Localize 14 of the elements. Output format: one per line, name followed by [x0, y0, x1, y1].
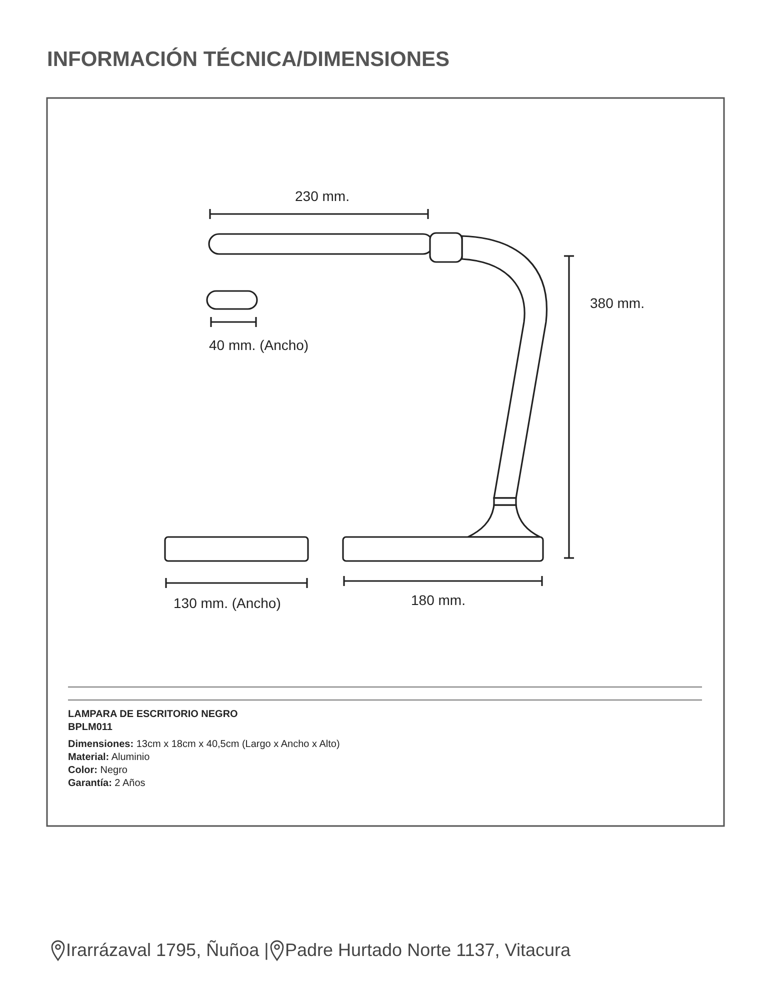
address-text: Irarrázaval 1795, Ñuñoa | — [66, 940, 269, 961]
product-code: BPLM011 — [68, 722, 112, 734]
dimension-label: 380 mm. — [590, 295, 644, 312]
dimension-label: 180 mm. — [411, 592, 466, 608]
product-name: LAMPARA DE ESCRITORIO NEGRO — [68, 709, 238, 720]
dimension-label: 130 mm. (Ancho) — [174, 595, 281, 612]
address-text: Padre Hurtado Norte 1137, Vitacura — [285, 940, 571, 961]
spec-line: Dimensiones: 13cm x 18cm x 40,5cm (Largo x Ancho x Alto) — [68, 739, 340, 750]
spec-line: Material: Aluminio — [68, 752, 150, 764]
dimension-label: 230 mm. — [295, 188, 350, 204]
spec-line: Garantía: 2 Años — [68, 778, 146, 790]
spec-line: Color: Negro — [68, 765, 128, 776]
page-title: INFORMACIÓN TÉCNICA/DIMENSIONES — [47, 48, 450, 72]
dimension-label: 40 mm. (Ancho) — [209, 337, 309, 354]
